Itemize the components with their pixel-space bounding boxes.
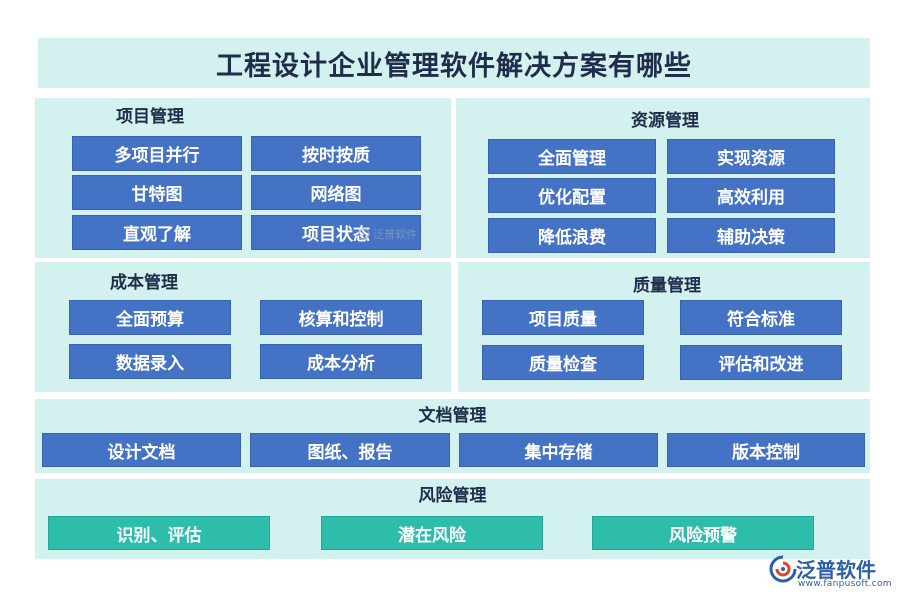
brand-name: 泛普软件 [796, 558, 876, 582]
section-title: 文档管理 [418, 406, 487, 426]
watermark-text: 泛普软件 [373, 228, 417, 241]
resource-item: 全面管理 [488, 139, 656, 174]
document-item: 集中存储 [459, 433, 658, 467]
risk-management-panel: 风险管理 识别、评估 潜在风险 风险预警 [35, 479, 870, 559]
cost-item: 成本分析 [260, 344, 422, 379]
project-item: 直观了解 [72, 215, 242, 250]
resource-item: 降低浪费 [488, 218, 656, 253]
project-item: 按时按质 [251, 136, 421, 171]
cost-item: 数据录入 [69, 344, 231, 379]
section-title: 质量管理 [633, 276, 701, 296]
quality-item: 评估和改进 [680, 345, 842, 380]
project-item: 项目状态 [251, 215, 421, 250]
project-item: 多项目并行 [72, 136, 242, 171]
quality-item: 项目质量 [482, 300, 644, 335]
section-title: 资源管理 [631, 111, 699, 131]
risk-item: 识别、评估 [48, 516, 270, 550]
risk-item: 潜在风险 [321, 516, 543, 550]
project-management-panel: 项目管理 多项目并行 按时按质 甘特图 网络图 直观了解 项目状态 [35, 98, 451, 258]
watermark: 泛普软件 [358, 226, 417, 242]
watermark-logo-icon [358, 228, 370, 240]
cost-item: 全面预算 [69, 300, 231, 335]
section-title: 风险管理 [418, 486, 487, 506]
project-item: 网络图 [251, 175, 421, 210]
project-item: 甘特图 [72, 175, 242, 210]
section-title: 成本管理 [110, 273, 178, 293]
resource-item: 辅助决策 [667, 218, 835, 253]
cost-management-panel: 成本管理 全面预算 核算和控制 数据录入 成本分析 [35, 262, 451, 392]
quality-item: 质量检查 [482, 345, 644, 380]
resource-management-panel: 资源管理 全面管理 实现资源 优化配置 高效利用 降低浪费 辅助决策 [456, 98, 870, 258]
document-management-panel: 文档管理 设计文档 图纸、报告 集中存储 版本控制 [35, 399, 870, 473]
brand-swirl-icon [769, 555, 797, 583]
document-item: 版本控制 [667, 433, 865, 467]
page-title: 工程设计企业管理软件解决方案有哪些 [38, 38, 870, 88]
brand-logo: 泛普软件 www.fanpusoft.com [768, 552, 896, 596]
brand-url: www.fanpusoft.com [798, 579, 892, 589]
risk-item: 风险预警 [592, 516, 814, 550]
resource-item: 高效利用 [667, 178, 835, 213]
document-item: 图纸、报告 [250, 433, 450, 467]
section-title: 项目管理 [116, 107, 184, 127]
resource-item: 实现资源 [667, 139, 835, 174]
cost-item: 核算和控制 [260, 300, 422, 335]
quality-management-panel: 质量管理 项目质量 符合标准 质量检查 评估和改进 [458, 262, 870, 392]
document-item: 设计文档 [42, 433, 241, 467]
resource-item: 优化配置 [488, 178, 656, 213]
quality-item: 符合标准 [680, 300, 842, 335]
